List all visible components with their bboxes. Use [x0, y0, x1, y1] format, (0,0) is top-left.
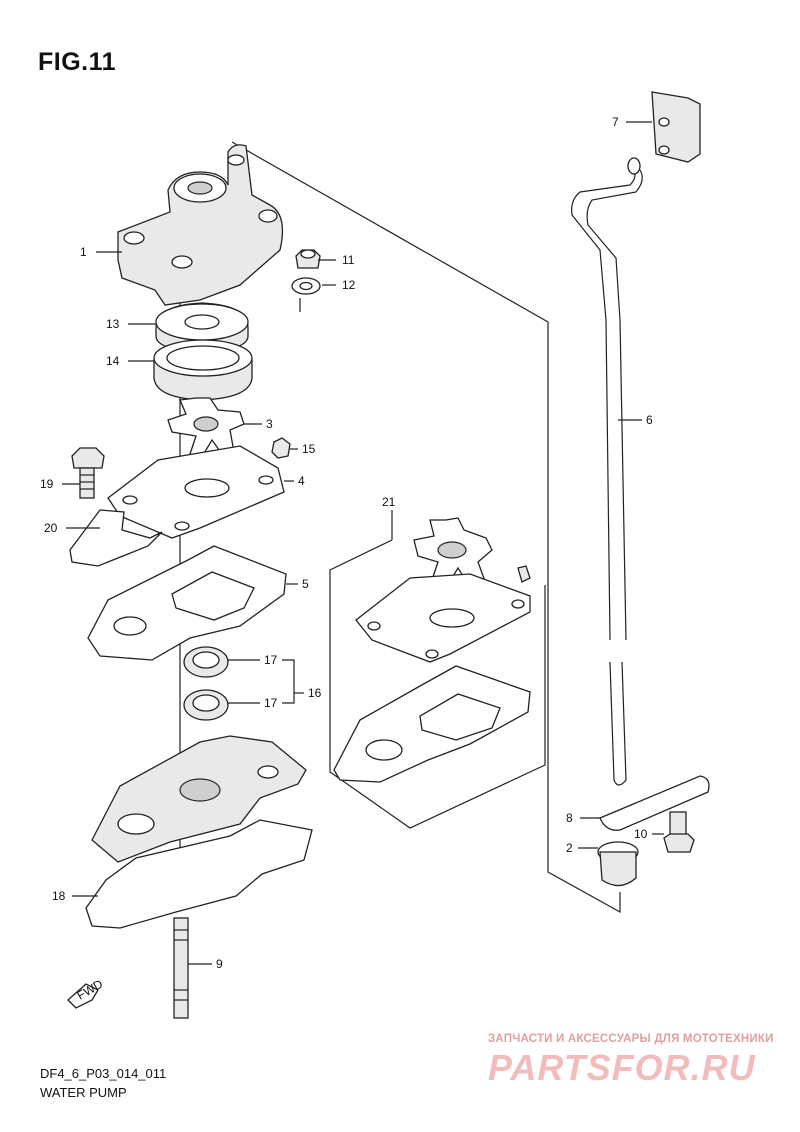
- callout-1: 1: [80, 245, 87, 259]
- kit-21-key: [517, 565, 531, 583]
- liner-part-14: [153, 339, 253, 401]
- hose-part-6: [571, 157, 643, 786]
- callout-16: 16: [308, 686, 322, 700]
- callout-5: 5: [302, 577, 309, 591]
- callout-21: 21: [382, 495, 396, 509]
- watermark-logo: PARTSFOR.RU: [488, 1047, 756, 1088]
- callout-6: 6: [646, 413, 653, 427]
- washer-part-12: [291, 277, 321, 295]
- diagram-code: DF4_6_P03_014_011: [40, 1066, 167, 1081]
- nozzle-part-2: [597, 841, 639, 887]
- kit-21-box: [329, 539, 546, 829]
- plate-part-4: [107, 445, 285, 539]
- callout-13: 13: [106, 317, 120, 331]
- callout-17-lower: 17: [264, 696, 278, 710]
- grommet-part-7: [651, 91, 701, 163]
- watermark-tagline: ЗАПЧАСТИ И АКСЕССУАРЫ ДЛЯ МОТОТЕХНИКИ: [488, 1033, 774, 1045]
- bracket-part-8: [599, 775, 710, 831]
- diagram-subtitle: WATER PUMP: [40, 1085, 127, 1100]
- callout-11: 11: [342, 253, 355, 267]
- leader-lines: [62, 121, 664, 965]
- oil-seal-part-17-upper: [183, 646, 229, 678]
- callout-18: 18: [52, 889, 66, 903]
- bolt-part-10: [663, 811, 695, 853]
- kit-21-plate: [355, 573, 531, 663]
- callout-2: 2: [566, 841, 573, 855]
- callout-15: 15: [302, 442, 316, 456]
- callout-9: 9: [216, 957, 223, 971]
- nut-part-11: [295, 249, 321, 269]
- callout-7: 7: [612, 115, 619, 129]
- callout-12: 12: [342, 278, 356, 292]
- gasket-part-18: [85, 819, 313, 929]
- lower-housing: [91, 735, 307, 863]
- callout-17-upper: 17: [264, 653, 278, 667]
- forward-arrow: FWD: [67, 977, 105, 1009]
- gasket-part-20: [69, 509, 163, 567]
- callout-20: 20: [44, 521, 58, 535]
- oil-seal-part-17-lower: [183, 689, 229, 721]
- key-part-15: [271, 437, 291, 459]
- callout-14: 14: [106, 354, 120, 368]
- callout-10: 10: [634, 827, 648, 841]
- stud-part-9: [173, 917, 189, 1019]
- pump-case-part-1: [117, 144, 284, 306]
- kit-21-frame: [231, 141, 621, 914]
- callout-8: 8: [566, 811, 573, 825]
- callout-4: 4: [298, 474, 305, 488]
- gasket-part-5: [87, 545, 287, 661]
- kit-21-gasket: [333, 665, 531, 783]
- figure-title: FIG.11: [38, 48, 117, 76]
- bolt-part-19: [71, 447, 105, 499]
- callout-19: 19: [40, 477, 54, 491]
- callout-3: 3: [266, 417, 273, 431]
